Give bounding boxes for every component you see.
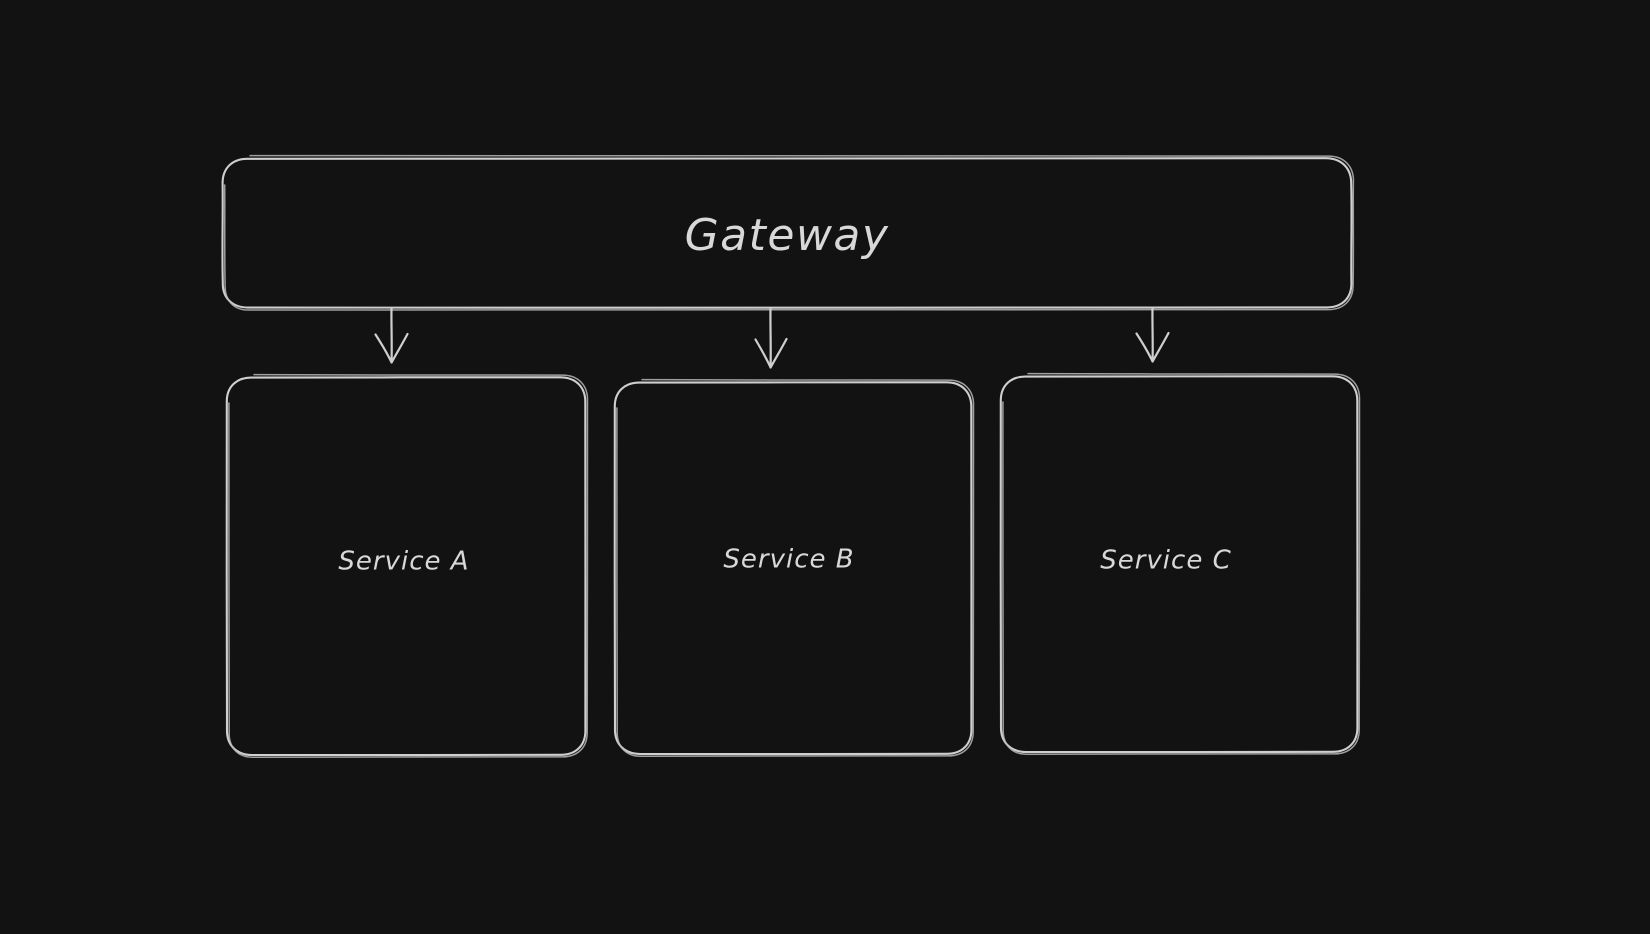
gateway-box-fill <box>222 158 1352 308</box>
node-service-c[interactable]: Service C <box>999 372 1361 755</box>
node-service-b[interactable]: Service B <box>613 378 975 757</box>
gateway-box-outline-sketch <box>223 154 1355 311</box>
gateway-box-outline <box>221 157 1353 309</box>
node-service-a[interactable]: Service A <box>225 373 589 758</box>
edge-gateway-service-b-arrowhead <box>754 337 788 369</box>
service-c-label: Service C <box>1100 546 1232 576</box>
service-a-label: Service A <box>338 547 469 577</box>
gateway-label: Gateway <box>685 210 890 261</box>
edge-gateway-service-a-arrowhead <box>374 332 409 364</box>
edge-gateway-service-c[interactable] <box>1135 306 1170 363</box>
service-c-box-outline <box>999 375 1359 754</box>
edge-gateway-service-a[interactable] <box>374 306 409 364</box>
service-c-box-fill <box>1000 376 1358 752</box>
edge-gateway-service-c-arrowhead <box>1135 331 1170 363</box>
service-a-box-outline-sketch <box>228 373 589 758</box>
service-a-box-fill <box>226 377 586 755</box>
service-b-box-outline <box>613 381 973 756</box>
edge-gateway-service-b[interactable] <box>754 306 788 369</box>
node-gateway[interactable]: Gateway <box>221 154 1355 311</box>
service-b-box-fill <box>614 382 972 754</box>
service-b-label: Service B <box>723 545 854 575</box>
service-c-box-outline-sketch <box>1002 372 1361 755</box>
service-b-box-outline-sketch <box>616 378 975 757</box>
service-a-box-outline <box>225 376 587 757</box>
